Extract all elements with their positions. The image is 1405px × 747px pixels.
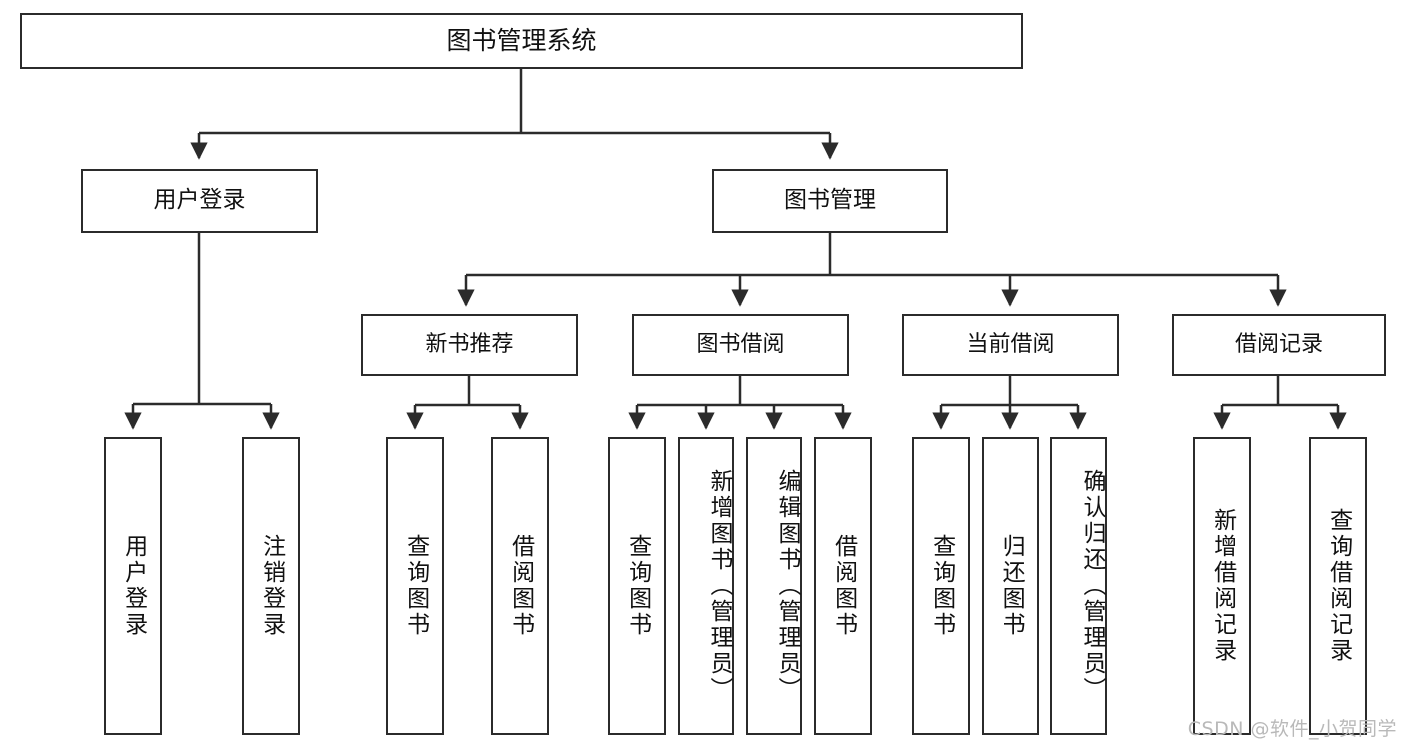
node-new-book-recommend[interactable]: 新书推荐: [361, 314, 578, 376]
node-label: 图书管理系统: [446, 26, 597, 56]
node-label: 查询图书: [928, 534, 955, 638]
node-label: 借阅图书: [830, 534, 857, 638]
node-label: 查询图书: [624, 534, 651, 638]
node-current-borrow[interactable]: 当前借阅: [902, 314, 1119, 376]
node-user-login[interactable]: 用户登录: [81, 169, 318, 233]
leaf-user-login[interactable]: 用户登录: [104, 437, 162, 735]
node-label: 借阅图书: [507, 534, 534, 638]
node-label: 新书推荐: [425, 332, 514, 358]
leaf-borrow-book[interactable]: 借阅图书: [814, 437, 872, 735]
node-book-management[interactable]: 图书管理: [712, 169, 948, 233]
leaf-return-book[interactable]: 归还图书: [982, 437, 1039, 735]
node-label: 图书借阅: [696, 332, 785, 358]
node-label: 新增图书（管理员）: [706, 469, 732, 703]
leaf-add-borrow-record[interactable]: 新增借阅记录: [1193, 437, 1251, 735]
watermark-text: CSDN @软件_小贺同学: [1187, 718, 1397, 740]
leaf-query-borrow-record[interactable]: 查询借阅记录: [1309, 437, 1367, 735]
leaf-query-book-recommend[interactable]: 查询图书: [386, 437, 444, 735]
node-label: 用户登录: [120, 534, 147, 638]
node-label: 注销登录: [258, 534, 285, 638]
node-label: 用户登录: [153, 187, 246, 214]
leaf-query-book-current[interactable]: 查询图书: [912, 437, 970, 735]
node-label: 当前借阅: [966, 332, 1055, 358]
node-label: 借阅记录: [1234, 332, 1323, 358]
node-borrow-record[interactable]: 借阅记录: [1172, 314, 1386, 376]
node-root-library-management-system[interactable]: 图书管理系统: [20, 13, 1023, 69]
leaf-confirm-return-admin[interactable]: 确认归还（管理员）: [1050, 437, 1107, 735]
leaf-query-book-borrow[interactable]: 查询图书: [608, 437, 666, 735]
leaf-add-book-admin[interactable]: 新增图书（管理员）: [678, 437, 734, 735]
node-book-borrow[interactable]: 图书借阅: [632, 314, 849, 376]
leaf-logout[interactable]: 注销登录: [242, 437, 300, 735]
node-label: 确认归还（管理员）: [1079, 469, 1105, 703]
node-label: 图书管理: [784, 187, 876, 214]
node-label: 查询图书: [402, 534, 429, 638]
node-label: 编辑图书（管理员）: [774, 469, 800, 703]
leaf-edit-book-admin[interactable]: 编辑图书（管理员）: [746, 437, 802, 735]
node-label: 新增借阅记录: [1209, 508, 1236, 664]
node-label: 归还图书: [998, 534, 1025, 638]
leaf-borrow-book-recommend[interactable]: 借阅图书: [491, 437, 549, 735]
node-label: 查询借阅记录: [1325, 508, 1352, 664]
